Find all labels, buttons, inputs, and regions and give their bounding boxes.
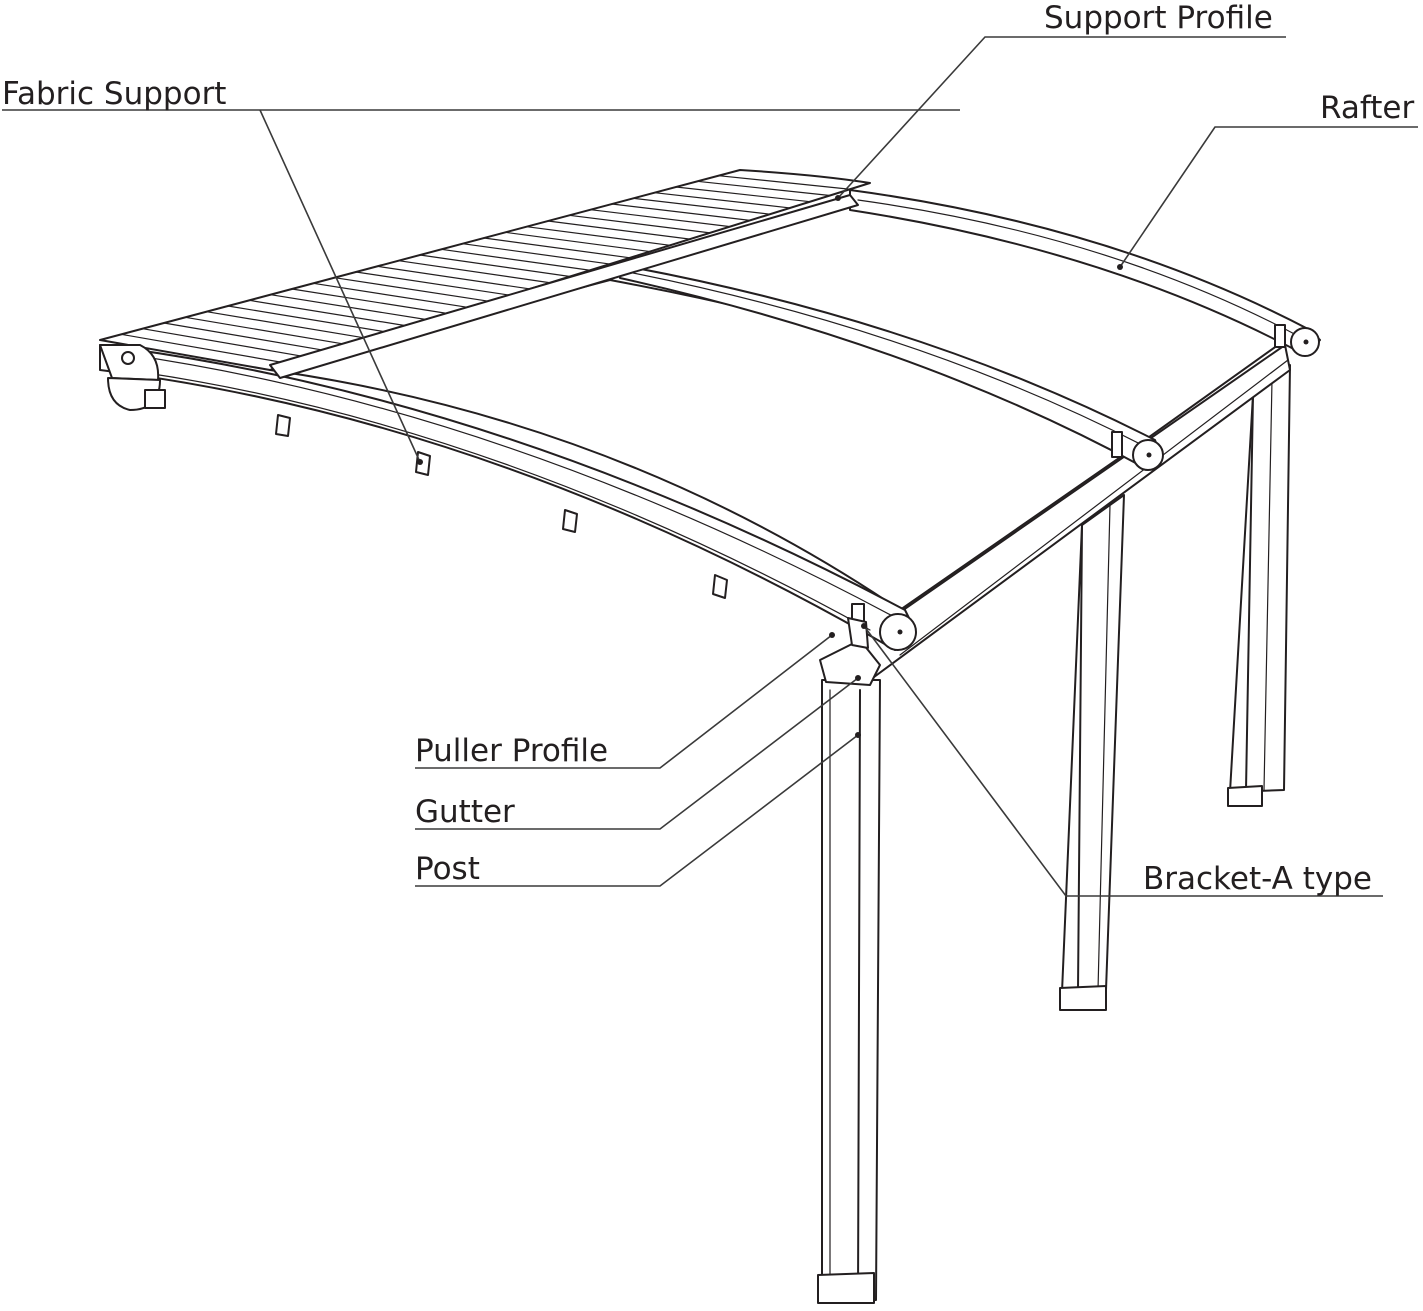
fabric-support-brackets: [275, 414, 728, 599]
label-puller-profile: Puller Profile: [415, 733, 608, 769]
label-post: Post: [415, 851, 480, 887]
rafter-middle: [619, 264, 1164, 471]
roof-slat-line: [334, 277, 491, 303]
roof-slat-line: [163, 322, 331, 352]
roof-slat-line: [248, 299, 411, 327]
roof-slat-line: [355, 271, 511, 296]
roof-slat-line: [590, 209, 731, 228]
post-front-right: [1059, 494, 1125, 1011]
roof-slat-line: [440, 248, 591, 271]
roof-slat-line: [675, 186, 811, 203]
label-bracket-a-type: Bracket-A type: [1143, 861, 1372, 897]
support-profile-beam: [269, 194, 859, 379]
roof-slat-line: [312, 282, 471, 309]
label-gutter: Gutter: [415, 794, 515, 830]
roof-slat-line: [547, 220, 691, 240]
roof-slat-line: [227, 305, 391, 334]
roof-slat-line: [718, 175, 851, 190]
left-end-cap: [99, 344, 166, 411]
label-rafter: Rafter: [1320, 90, 1414, 126]
roof-slats: [99, 169, 871, 371]
rafter-front: [99, 344, 917, 651]
roof-slat-line: [291, 288, 451, 315]
post-front-left: [817, 679, 881, 1304]
roof-slat-line: [184, 316, 351, 346]
rafter-back: [849, 189, 1321, 357]
roof-slat-line: [206, 311, 371, 340]
leader-lines: [2, 36, 1418, 897]
roof-slat-line: [611, 203, 751, 221]
label-fabric-support: Fabric Support: [2, 76, 226, 112]
roof-slat-line: [696, 180, 831, 197]
post-back-right: [1227, 364, 1291, 807]
roof-slat-line: [483, 237, 631, 259]
roof-slat-line: [526, 226, 671, 246]
roof-slat-line: [568, 214, 711, 234]
roof-slat-line: [654, 192, 791, 209]
roof-slat-line: [462, 243, 611, 265]
roof-slat-line: [376, 265, 531, 290]
roof-slat-line: [398, 260, 551, 284]
roof-slat-line: [504, 231, 651, 253]
bracket-a-front: [847, 617, 869, 649]
roof-slat-line: [419, 254, 571, 278]
label-support-profile: Support Profile: [1044, 0, 1273, 36]
roof-slat-line: [142, 328, 311, 359]
roof-slat-line: [632, 197, 771, 215]
roof-slat-line: [120, 333, 291, 365]
